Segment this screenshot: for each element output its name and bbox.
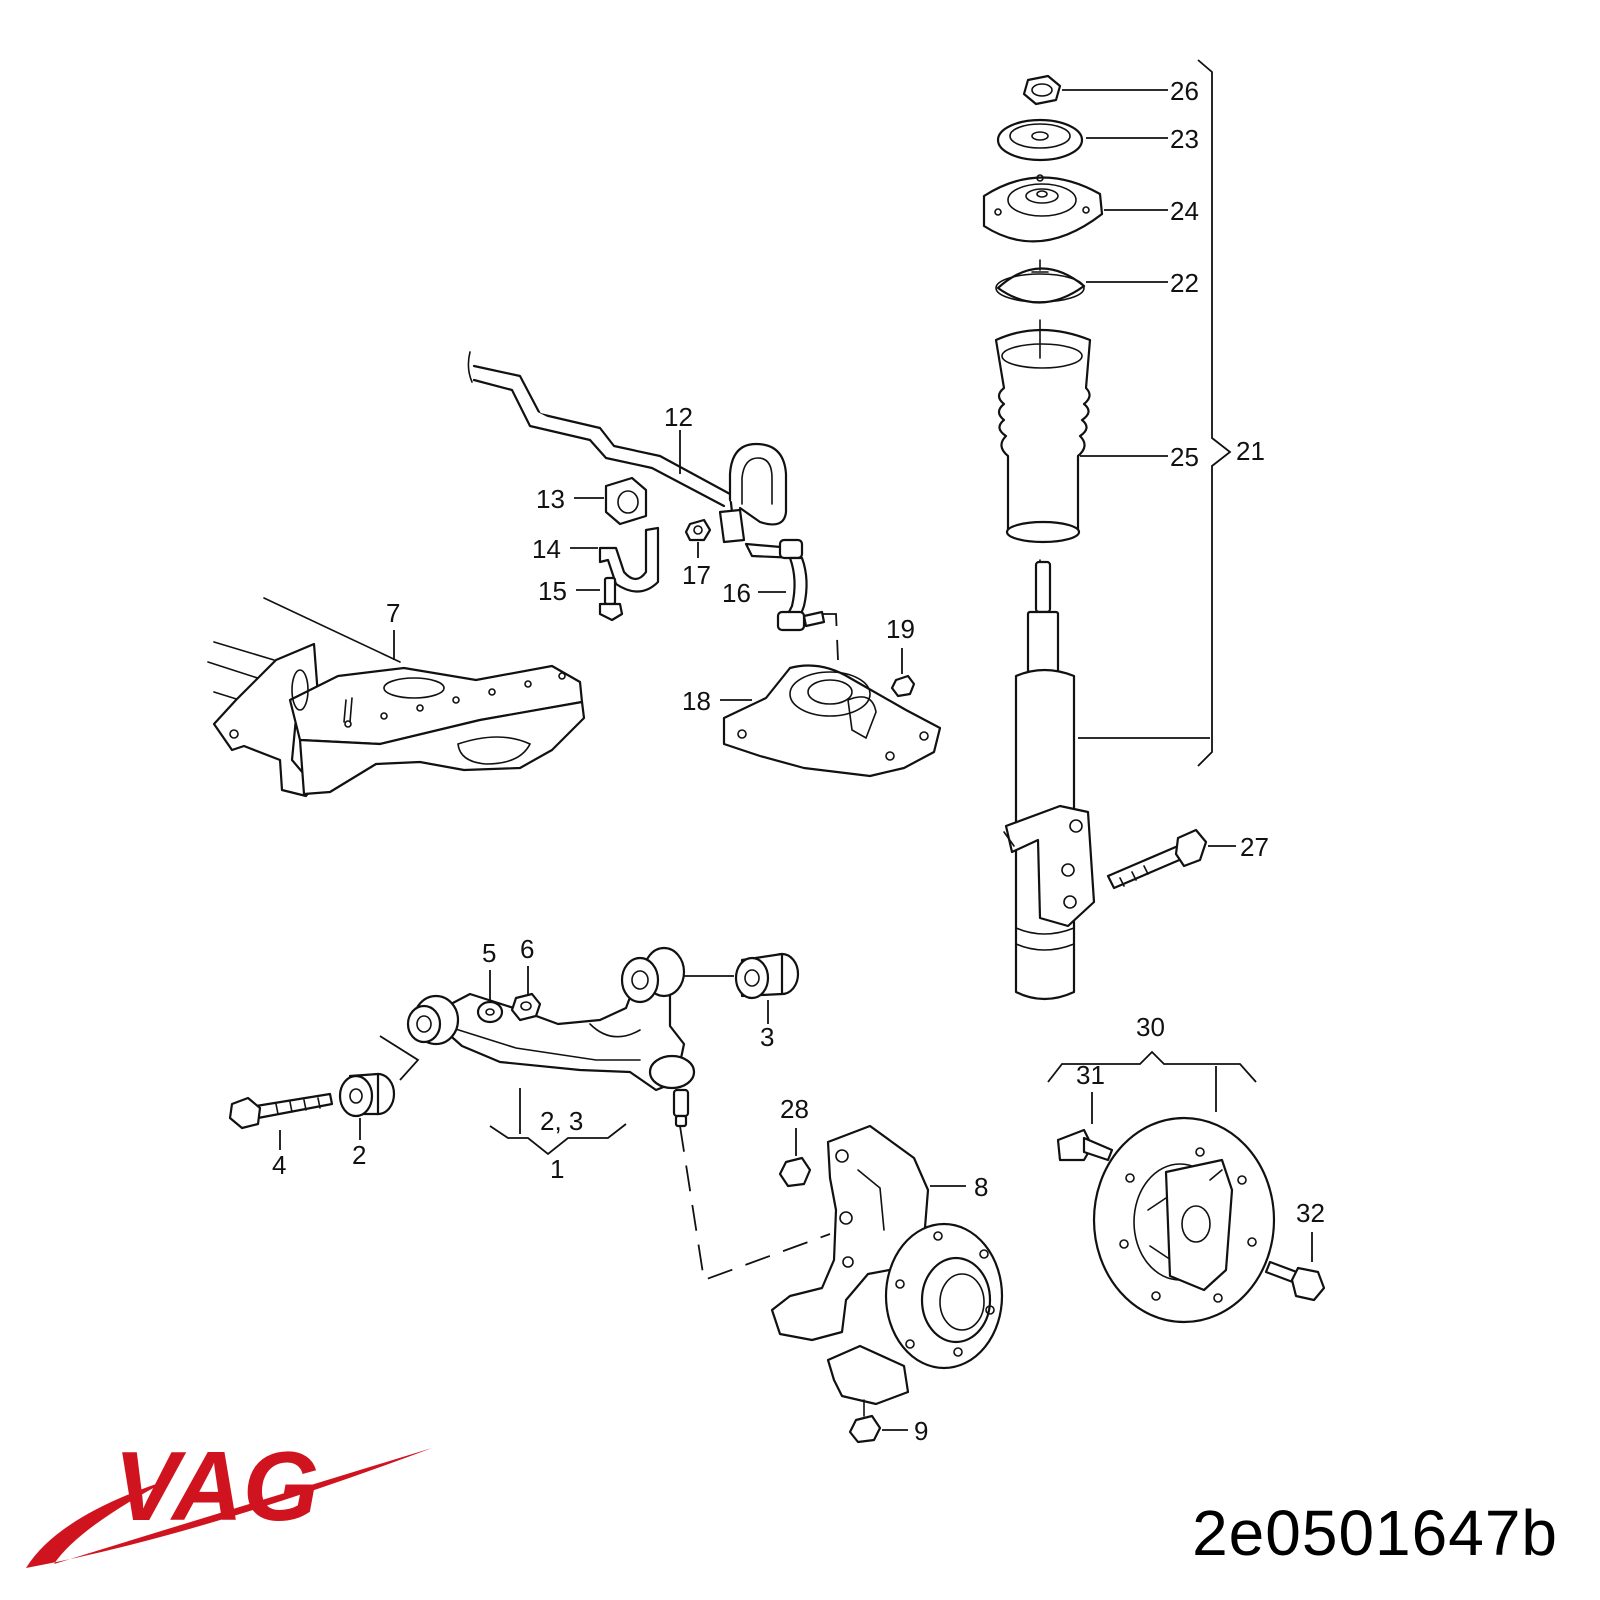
callout-12: 12 <box>664 402 693 432</box>
ball-joint <box>648 1054 696 1128</box>
strut-assembly <box>982 59 1236 1001</box>
shock-absorber <box>1003 559 1096 1001</box>
callout-4: 4 <box>272 1150 286 1180</box>
callout-22: 22 <box>1170 268 1199 298</box>
spring-seat <box>995 259 1086 304</box>
strut-mount <box>982 174 1104 243</box>
callout-13: 13 <box>536 484 565 514</box>
callout-23: 23 <box>1170 124 1199 154</box>
callout-26: 26 <box>1170 76 1199 106</box>
steering-knuckle <box>770 1124 1004 1406</box>
front-bushing <box>338 1072 396 1118</box>
disc-bolt <box>1056 1128 1114 1162</box>
stabilizer-link <box>744 538 826 632</box>
callout-19: 19 <box>886 614 915 644</box>
callout-28: 28 <box>780 1094 809 1124</box>
stabilizer-bushing <box>604 476 648 526</box>
dust-boot <box>994 319 1092 544</box>
callout-3-bushing: 3 <box>760 1022 774 1052</box>
callout-9: 9 <box>914 1416 928 1446</box>
subframe <box>207 597 586 798</box>
callout-16: 16 <box>722 578 751 608</box>
front-bolt <box>228 1092 334 1130</box>
arm-bushing-front <box>406 994 460 1046</box>
callout-6: 6 <box>520 934 534 964</box>
callout-32: 32 <box>1296 1198 1325 1228</box>
lower-nut <box>848 1399 882 1444</box>
callout-15: 15 <box>538 576 567 606</box>
callout-5: 5 <box>482 938 496 968</box>
callout-1: 1 <box>550 1154 564 1184</box>
callout-18: 18 <box>682 686 711 716</box>
clamp-bolt <box>598 576 624 622</box>
callout-7: 7 <box>386 598 400 628</box>
callout-24: 24 <box>1170 196 1199 226</box>
callout-25: 25 <box>1170 442 1199 472</box>
callout-8: 8 <box>974 1172 988 1202</box>
logo-text: VAG <box>114 1431 319 1541</box>
callout-27: 27 <box>1240 832 1269 862</box>
callout-31: 31 <box>1076 1060 1105 1090</box>
part-number: 2e0501647b <box>1192 1497 1558 1569</box>
callout-14: 14 <box>532 534 561 564</box>
rear-bushing <box>734 952 800 1000</box>
control-arm <box>406 946 696 1128</box>
knuckle-nut <box>778 1156 812 1188</box>
vag-logo: VAG <box>26 1431 432 1568</box>
callout-2-3: 2, 3 <box>540 1106 583 1136</box>
hub-bolt <box>1264 1260 1326 1302</box>
top-nut <box>1022 74 1062 106</box>
link-nut <box>684 518 712 542</box>
callout-30: 30 <box>1136 1012 1165 1042</box>
stabilizer-clamp <box>598 526 660 593</box>
callout-21: 21 <box>1236 436 1265 466</box>
arm-nut <box>510 992 542 1022</box>
arm-washer <box>476 1000 504 1024</box>
callout-2: 2 <box>352 1140 366 1170</box>
brake-disc <box>1092 1116 1276 1324</box>
stabilizer-bar <box>467 351 788 544</box>
callout-17: 17 <box>682 560 711 590</box>
callout-labels: 26 23 24 22 25 21 27 12 13 14 15 17 16 1… <box>272 76 1325 1446</box>
strut-clamp-bolt <box>1106 828 1208 890</box>
plate-nut <box>890 674 916 698</box>
top-washer <box>996 118 1084 162</box>
spring-plate <box>722 664 942 778</box>
logo-swoosh <box>26 1448 432 1568</box>
arm-bushing-rear <box>620 946 686 1004</box>
